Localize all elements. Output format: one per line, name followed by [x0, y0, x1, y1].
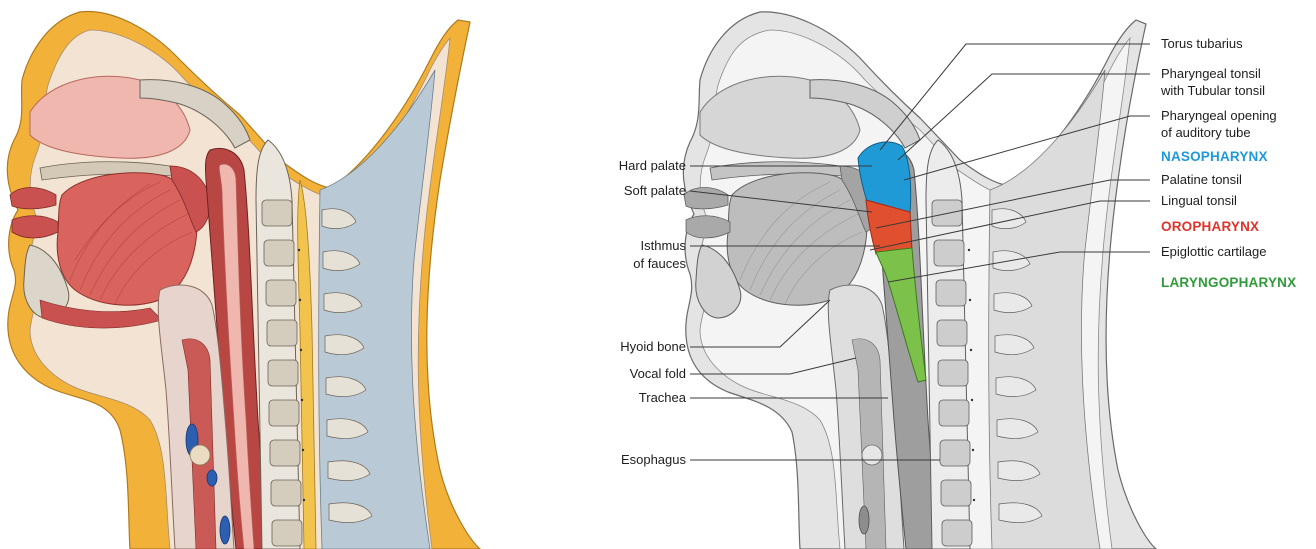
- left-sagittal-illustration: [7, 11, 480, 549]
- label-epiglottic-cartilage: Epiglottic cartilage: [1161, 244, 1267, 260]
- label-nasopharynx: NASOPHARYNX: [1161, 149, 1268, 165]
- right-thyroid: [862, 445, 882, 465]
- label-pharyngeal-opening-line1: Pharyngeal opening: [1161, 108, 1277, 124]
- label-pharyngeal-tonsil-line1: Pharyngeal tonsil: [1161, 66, 1261, 82]
- right-sagittal-illustration: [683, 12, 1156, 549]
- label-pharyngeal-opening-line2: of auditory tube: [1161, 125, 1251, 141]
- label-lingual-tonsil: Lingual tonsil: [1161, 193, 1237, 209]
- label-vocal-fold: Vocal fold: [586, 366, 686, 382]
- label-isthmus-line2: of fauces: [586, 256, 686, 272]
- label-esophagus: Esophagus: [586, 452, 686, 468]
- label-hard-palate: Hard palate: [586, 158, 686, 174]
- label-isthmus-line1: Isthmus: [586, 238, 686, 254]
- label-palatine-tonsil: Palatine tonsil: [1161, 172, 1242, 188]
- left-thyroid-1: [190, 445, 210, 465]
- left-vessel-2: [207, 470, 217, 486]
- label-trachea: Trachea: [586, 390, 686, 406]
- right-vessel: [859, 506, 869, 534]
- left-vessel-3: [220, 516, 230, 544]
- label-soft-palate: Soft palate: [586, 183, 686, 199]
- label-pharyngeal-tonsil-line2: with Tubular tonsil: [1161, 83, 1265, 99]
- label-hyoid-bone: Hyoid bone: [586, 339, 686, 355]
- label-torus-tubarius: Torus tubarius: [1161, 36, 1243, 52]
- label-oropharynx: OROPHARYNX: [1161, 219, 1259, 235]
- label-laryngopharynx: LARYNGOPHARYNX: [1161, 275, 1296, 291]
